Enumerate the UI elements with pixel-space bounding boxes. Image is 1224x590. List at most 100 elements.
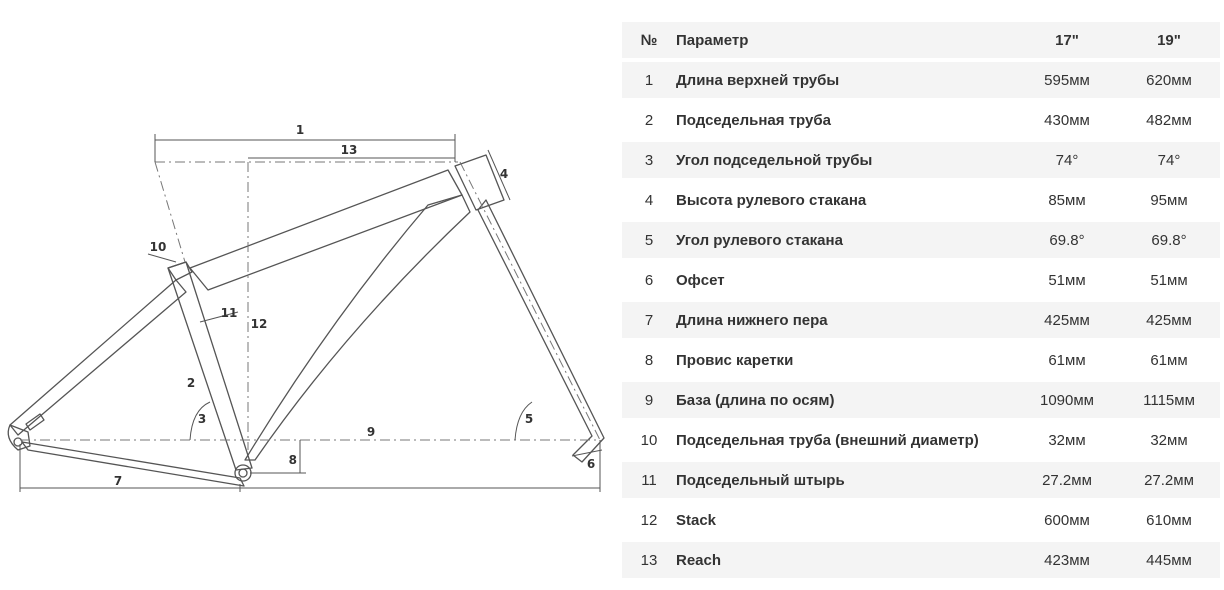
chain-stay: [21, 441, 245, 487]
row-parameter: Длина нижнего пера: [676, 302, 1016, 338]
seat-clamp: [167, 261, 193, 281]
row-number: 4: [644, 191, 654, 209]
frame-geometry-diagram: 1 13 4 10 11 12 2 3 5 9 8 6 7: [7, 123, 605, 492]
row-parameter: Провис каретки: [676, 351, 794, 369]
brake-mount: [25, 413, 45, 431]
header-number: №: [622, 22, 676, 58]
seat-tube: [167, 261, 253, 471]
row-parameter: Подседельный штырь: [676, 462, 1016, 498]
row-value-19: 27.2мм: [1118, 462, 1220, 498]
row-value-19: 95мм: [1150, 191, 1188, 209]
dropout: [7, 424, 31, 451]
label-stack: 12: [251, 317, 268, 331]
table-row: 8 Провис каретки 61мм 61мм: [622, 342, 1220, 378]
row-value-19: 32мм: [1150, 431, 1188, 449]
table-row: 10 Подседельная труба (внешний диаметр) 32…: [622, 422, 1220, 458]
row-number: 3: [622, 142, 676, 178]
row-parameter: Офсет: [676, 271, 725, 289]
header-size-19: 19": [1118, 22, 1220, 58]
table-header-row: № Параметр 17" 19": [622, 22, 1220, 58]
top-tube: [189, 169, 463, 291]
row-value-17: 69.8°: [1016, 222, 1118, 258]
row-parameter: Stack: [676, 511, 717, 529]
row-number: 13: [622, 542, 676, 578]
row-value-19: 69.8°: [1118, 222, 1220, 258]
rear-axle: [13, 437, 23, 447]
row-value-17: 595мм: [1016, 62, 1118, 98]
label-offset: 6: [587, 457, 595, 471]
label-seat-tube: 2: [187, 376, 195, 390]
row-value-19: 1115мм: [1118, 382, 1220, 418]
row-number: 6: [644, 271, 654, 289]
row-number: 11: [622, 462, 676, 498]
table-row: 4 Высота рулевого стакана 85мм 95мм: [622, 182, 1220, 218]
row-value-17: 1090мм: [1016, 382, 1118, 418]
row-number: 7: [622, 302, 676, 338]
label-head-tube: 4: [500, 167, 508, 181]
row-value-19: 610мм: [1146, 511, 1192, 529]
label-head-angle: 5: [525, 412, 533, 426]
header-size-17: 17": [1016, 22, 1118, 58]
row-parameter: Угол подседельной трубы: [676, 142, 1016, 178]
row-parameter: Reach: [676, 542, 1016, 578]
table-row: 12 Stack 600мм 610мм: [622, 502, 1220, 538]
row-value-19: 482мм: [1146, 111, 1192, 129]
row-parameter: Подседельная труба: [676, 111, 831, 129]
label-wheelbase: 9: [367, 425, 375, 439]
row-value-19: 74°: [1118, 142, 1220, 178]
row-value-19: 445мм: [1118, 542, 1220, 578]
row-value-17: 32мм: [1048, 431, 1086, 449]
seat-axis-extension: [154, 161, 186, 263]
header-parameter: Параметр: [676, 22, 1016, 58]
label-top-tube: 1: [296, 123, 304, 137]
row-number: 9: [622, 382, 676, 418]
row-parameter: База (длина по осям): [676, 382, 1016, 418]
row-value-17: 600мм: [1044, 511, 1090, 529]
row-value-17: 85мм: [1048, 191, 1086, 209]
table-row: 2 Подседельная труба 430мм 482мм: [622, 102, 1220, 138]
row-value-17: 430мм: [1044, 111, 1090, 129]
table-row: 6 Офсет 51мм 51мм: [622, 262, 1220, 298]
label-seat-angle: 3: [198, 412, 206, 426]
row-number: 8: [644, 351, 654, 369]
label-reach: 13: [341, 143, 358, 157]
row-value-17: 425мм: [1016, 302, 1118, 338]
row-value-17: 74°: [1016, 142, 1118, 178]
bottom-bracket-inner: [238, 468, 248, 478]
row-parameter: Угол рулевого стакана: [676, 222, 1016, 258]
row-number: 1: [622, 62, 676, 98]
row-value-17: 27.2мм: [1016, 462, 1118, 498]
row-number: 10: [640, 431, 658, 449]
label-bb-drop: 8: [289, 453, 297, 467]
steering-axis: [459, 161, 601, 441]
row-number: 12: [640, 511, 658, 529]
seat-stay: [9, 279, 187, 436]
head-tube: [454, 154, 505, 211]
label-seat-tube-diameter: 10: [150, 240, 167, 254]
bottom-bracket: [234, 464, 252, 482]
row-value-17: 423мм: [1016, 542, 1118, 578]
fork: [477, 199, 605, 463]
row-value-17: 61мм: [1048, 351, 1086, 369]
row-parameter: Подседельная труба (внешний диаметр): [676, 431, 979, 449]
row-number: 2: [644, 111, 654, 129]
row-value-19: 620мм: [1118, 62, 1220, 98]
row-parameter: Длина верхней трубы: [676, 62, 1016, 98]
row-parameter: Высота рулевого стакана: [676, 191, 867, 209]
label-chainstay: 7: [114, 474, 122, 488]
row-value-19: 51мм: [1150, 271, 1188, 289]
row-value-19: 61мм: [1150, 351, 1188, 369]
label-seatpost: 11: [221, 306, 238, 320]
row-value-17: 51мм: [1048, 271, 1086, 289]
row-value-19: 425мм: [1118, 302, 1220, 338]
row-number: 5: [622, 222, 676, 258]
down-tube: [244, 194, 471, 461]
